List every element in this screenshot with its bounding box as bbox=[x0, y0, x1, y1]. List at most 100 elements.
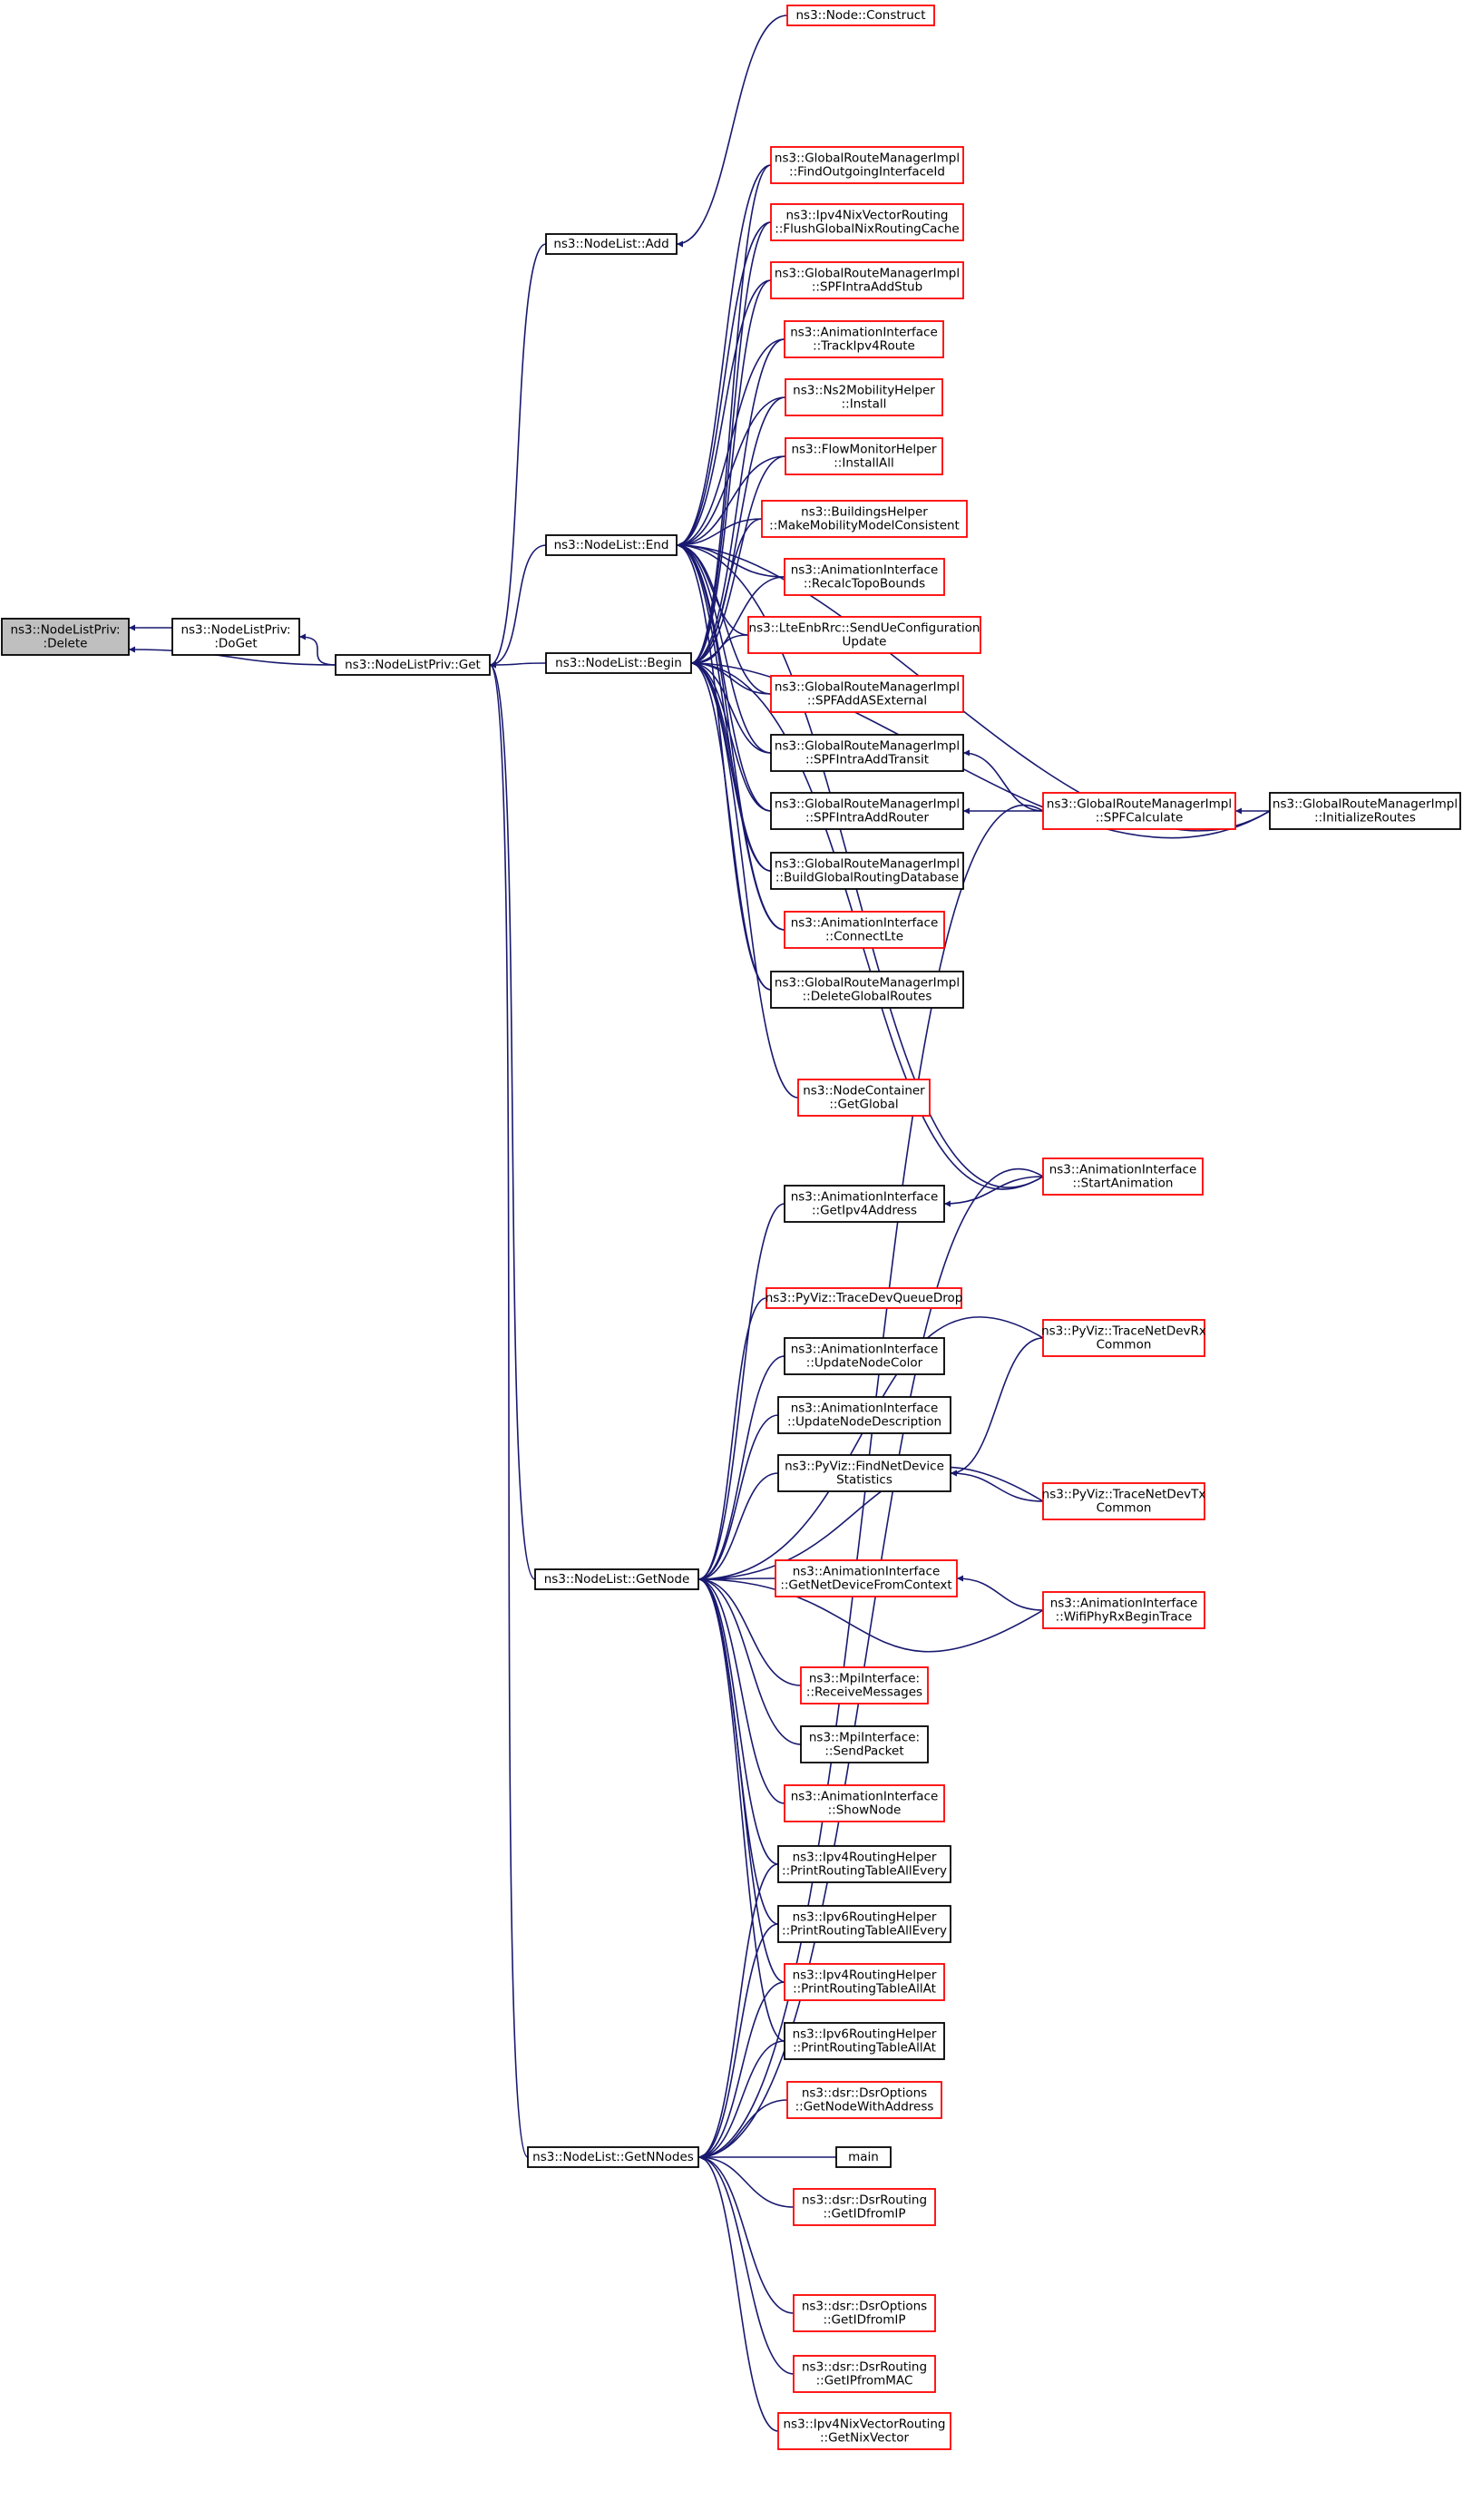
node-getnode[interactable]: ns3::NodeList::GetNode bbox=[534, 1568, 699, 1590]
node-dsrmac[interactable]: ns3::dsr::DsrRouting::GetIPfromMAC bbox=[793, 2355, 936, 2393]
node-trackipv4[interactable]: ns3::AnimationInterface::TrackIpv4Route bbox=[784, 320, 944, 358]
node-label: ::UpdateNodeDescription bbox=[787, 1415, 941, 1430]
node-spfcalc[interactable]: ns3::GlobalRouteManagerImpl::SPFCalculat… bbox=[1042, 792, 1236, 830]
edge-shownode-to-getnode bbox=[697, 1576, 785, 1804]
node-connectlte[interactable]: ns3::AnimationInterface::ConnectLte bbox=[784, 911, 945, 949]
node-box bbox=[784, 1337, 945, 1375]
edge-startanim-to-begin bbox=[690, 659, 1044, 1190]
node-ipv6at[interactable]: ns3::Ipv6RoutingHelper::PrintRoutingTabl… bbox=[784, 2022, 945, 2060]
edge-buildgr-to-end bbox=[676, 542, 772, 872]
node-label: ns3::GlobalRouteManagerImpl bbox=[775, 151, 960, 166]
node-label: ns3::PyViz::FindNetDevice bbox=[785, 1460, 944, 1474]
node-box bbox=[545, 233, 678, 255]
node-buildgr[interactable]: ns3::GlobalRouteManagerImpl::BuildGlobal… bbox=[770, 852, 964, 890]
node-label: ::SPFIntraAddStub bbox=[812, 280, 922, 295]
node-label: ns3::PyViz::TraceDevQueueDrop bbox=[766, 1291, 963, 1305]
node-label: ::FindOutgoingInterfaceId bbox=[789, 165, 945, 180]
node-box bbox=[784, 558, 945, 596]
node-nodecont[interactable]: ns3::NodeContainer::GetGlobal bbox=[797, 1079, 931, 1117]
node-router[interactable]: ns3::GlobalRouteManagerImpl::SPFIntraAdd… bbox=[770, 792, 964, 830]
node-label: ns3::Ipv6RoutingHelper bbox=[793, 1910, 937, 1925]
node-label: ::SPFAddASExternal bbox=[807, 694, 927, 708]
node-box bbox=[1042, 1319, 1205, 1357]
node-nixvec[interactable]: ns3::Ipv4NixVectorRouting::GetNixVector bbox=[777, 2412, 951, 2450]
node-mpisend[interactable]: ns3::MpiInterface:::SendPacket bbox=[800, 1725, 929, 1763]
edge-router-to-begin bbox=[690, 659, 772, 812]
node-dsrroutingid[interactable]: ns3::dsr::DsrRouting::GetIDfromIP bbox=[793, 2188, 936, 2226]
edge-ipv6every-to-getnnodes bbox=[697, 1923, 779, 2161]
node-begin[interactable]: ns3::NodeList::Begin bbox=[545, 652, 692, 674]
node-flush[interactable]: ns3::Ipv4NixVectorRouting::FlushGlobalNi… bbox=[770, 203, 964, 241]
edge-tracetx-to-getnode bbox=[697, 1466, 1044, 1583]
node-asext[interactable]: ns3::GlobalRouteManagerImpl::SPFAddASExt… bbox=[770, 675, 964, 713]
node-shownode[interactable]: ns3::AnimationInterface::ShowNode bbox=[784, 1784, 945, 1822]
node-label: ::SendPacket bbox=[824, 1744, 903, 1759]
node-stub[interactable]: ns3::GlobalRouteManagerImpl::SPFIntraAdd… bbox=[770, 261, 964, 299]
edge-nodecont-to-begin bbox=[690, 659, 799, 1099]
node-flowmon[interactable]: ns3::FlowMonitorHelper::InstallAll bbox=[785, 437, 943, 475]
edge-ipv4at-to-getnode bbox=[697, 1576, 785, 1983]
node-label: ::InitializeRoutes bbox=[1314, 811, 1416, 825]
node-label: ns3::Ipv4RoutingHelper bbox=[793, 1968, 937, 1983]
edge-startanim-to-end bbox=[676, 542, 1044, 1188]
node-updcolor[interactable]: ns3::AnimationInterface::UpdateNodeColor bbox=[784, 1337, 945, 1375]
node-label: ::ShowNode bbox=[828, 1803, 902, 1818]
node-ipv4every[interactable]: ns3::Ipv4RoutingHelper::PrintRoutingTabl… bbox=[777, 1845, 951, 1883]
node-doget[interactable]: ns3::NodeListPriv::DoGet bbox=[171, 618, 300, 656]
edge-transit-to-begin bbox=[690, 659, 772, 754]
node-label: ns3::BuildingsHelper bbox=[801, 505, 928, 520]
node-upddesc[interactable]: ns3::AnimationInterface::UpdateNodeDescr… bbox=[777, 1396, 951, 1434]
node-box bbox=[761, 500, 968, 538]
node-tracedevq[interactable]: ns3::PyViz::TraceDevQueueDrop bbox=[766, 1287, 963, 1309]
node-ipv4at[interactable]: ns3::Ipv4RoutingHelper::PrintRoutingTabl… bbox=[784, 1963, 945, 2001]
node-startanim[interactable]: ns3::AnimationInterface::StartAnimation bbox=[1042, 1157, 1204, 1196]
node-getnetdev[interactable]: ns3::AnimationInterface::GetNetDeviceFro… bbox=[775, 1559, 958, 1597]
node-label: ns3::AnimationInterface bbox=[791, 563, 939, 578]
node-end[interactable]: ns3::NodeList::End bbox=[545, 534, 678, 556]
edge-stub-to-end bbox=[676, 279, 772, 549]
node-box bbox=[1042, 1157, 1204, 1196]
node-label: ns3::AnimationInterface bbox=[791, 1790, 939, 1804]
node-findout[interactable]: ns3::GlobalRouteManagerImpl::FindOutgoin… bbox=[770, 146, 964, 184]
node-wifirx[interactable]: ns3::AnimationInterface::WifiPhyRxBeginT… bbox=[1042, 1591, 1205, 1629]
node-main[interactable]: main bbox=[835, 2146, 892, 2168]
node-label: :Delete bbox=[44, 637, 88, 651]
node-label: ns3::AnimationInterface bbox=[1049, 1163, 1197, 1177]
node-ns2[interactable]: ns3::Ns2MobilityHelper::Install bbox=[785, 378, 943, 416]
node-mpirecv[interactable]: ns3::MpiInterface:::ReceiveMessages bbox=[800, 1666, 929, 1704]
edge-end-to-get bbox=[489, 544, 547, 669]
node-deletegr[interactable]: ns3::GlobalRouteManagerImpl::DeleteGloba… bbox=[770, 971, 964, 1009]
node-add[interactable]: ns3::NodeList::Add bbox=[545, 233, 678, 255]
node-box bbox=[766, 1287, 962, 1309]
node-label: ns3::GlobalRouteManagerImpl bbox=[1047, 797, 1232, 812]
node-get[interactable]: ns3::NodeListPriv::Get bbox=[335, 654, 491, 676]
node-getipv4[interactable]: ns3::AnimationInterface::GetIpv4Address bbox=[784, 1185, 945, 1223]
node-box bbox=[1042, 1591, 1205, 1629]
node-dsroptid[interactable]: ns3::dsr::DsrOptions::GetIDfromIP bbox=[793, 2294, 936, 2332]
edges bbox=[128, 15, 1271, 2432]
node-getnnodes[interactable]: ns3::NodeList::GetNNodes bbox=[527, 2146, 699, 2168]
node-dsrgetnode[interactable]: ns3::dsr::DsrOptions::GetNodeWithAddress bbox=[786, 2081, 942, 2119]
node-label: ns3::NodeListPriv::Get bbox=[345, 658, 481, 672]
node-label: ns3::NodeList::GetNNodes bbox=[532, 2150, 694, 2164]
node-transit[interactable]: ns3::GlobalRouteManagerImpl::SPFIntraAdd… bbox=[770, 734, 964, 772]
node-recalc[interactable]: ns3::AnimationInterface::RecalcTopoBound… bbox=[784, 558, 945, 596]
node-box bbox=[800, 1666, 929, 1704]
node-label: ns3::MpiInterface: bbox=[809, 1672, 920, 1686]
node-box bbox=[1042, 792, 1236, 830]
edge-get-to-delete bbox=[128, 646, 336, 666]
node-initroutes[interactable]: ns3::GlobalRouteManagerImpl::InitializeR… bbox=[1269, 792, 1461, 830]
node-box bbox=[770, 203, 964, 241]
node-ipv6every[interactable]: ns3::Ipv6RoutingHelper::PrintRoutingTabl… bbox=[777, 1905, 951, 1943]
node-construct[interactable]: ns3::Node::Construct bbox=[786, 5, 935, 26]
edge-ipv4at-to-getnnodes bbox=[697, 1981, 785, 2161]
node-buildings[interactable]: ns3::BuildingsHelper::MakeMobilityModelC… bbox=[761, 500, 968, 538]
node-lteenb[interactable]: ns3::LteEnbRrc::SendUeConfigurationUpdat… bbox=[747, 616, 981, 654]
node-box bbox=[770, 146, 964, 184]
node-delete[interactable]: ns3::NodeListPriv::Delete bbox=[1, 618, 130, 656]
node-label: ns3::PyViz::TraceNetDevTx bbox=[1042, 1488, 1206, 1502]
edge-construct-to-add bbox=[676, 15, 788, 248]
